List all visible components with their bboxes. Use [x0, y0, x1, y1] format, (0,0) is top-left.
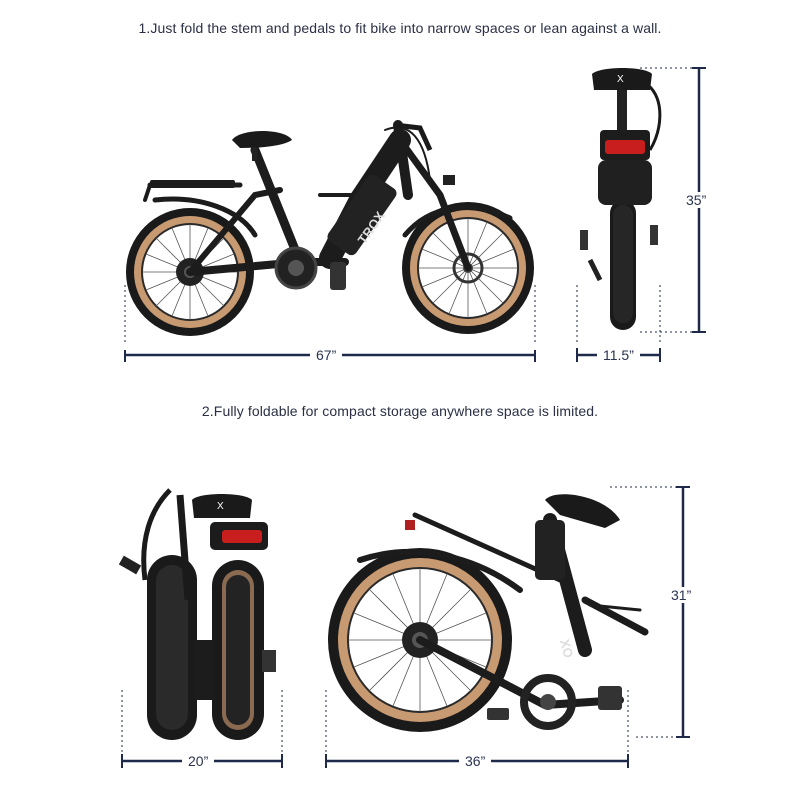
caption-step-1: 1.Just fold the stem and pedals to fit b… — [138, 20, 662, 36]
dimension-folded-height: 31” — [665, 587, 698, 603]
unfolded-bike-side-view: TROX — [126, 120, 534, 336]
dimension-unfolded-width: 11.5” — [597, 347, 640, 363]
dimension-folded-length: 36” — [459, 753, 492, 769]
svg-text:X: X — [617, 74, 624, 85]
svg-text:X: X — [217, 501, 224, 512]
folded-bike-rear-view: X — [118, 488, 276, 740]
tail-light — [605, 140, 645, 154]
dimension-unfolded-height: 35” — [680, 192, 713, 208]
folded-frame-brand-text: XO — [557, 638, 576, 660]
unfolded-bike-rear-view: X — [580, 68, 662, 330]
folded-bike-side-view: XO — [328, 494, 649, 732]
caption-step-2: 2.Fully foldable for compact storage any… — [201, 403, 599, 419]
dimension-unfolded-length: 67” — [310, 347, 343, 363]
dimension-folded-width: 20” — [182, 753, 215, 769]
